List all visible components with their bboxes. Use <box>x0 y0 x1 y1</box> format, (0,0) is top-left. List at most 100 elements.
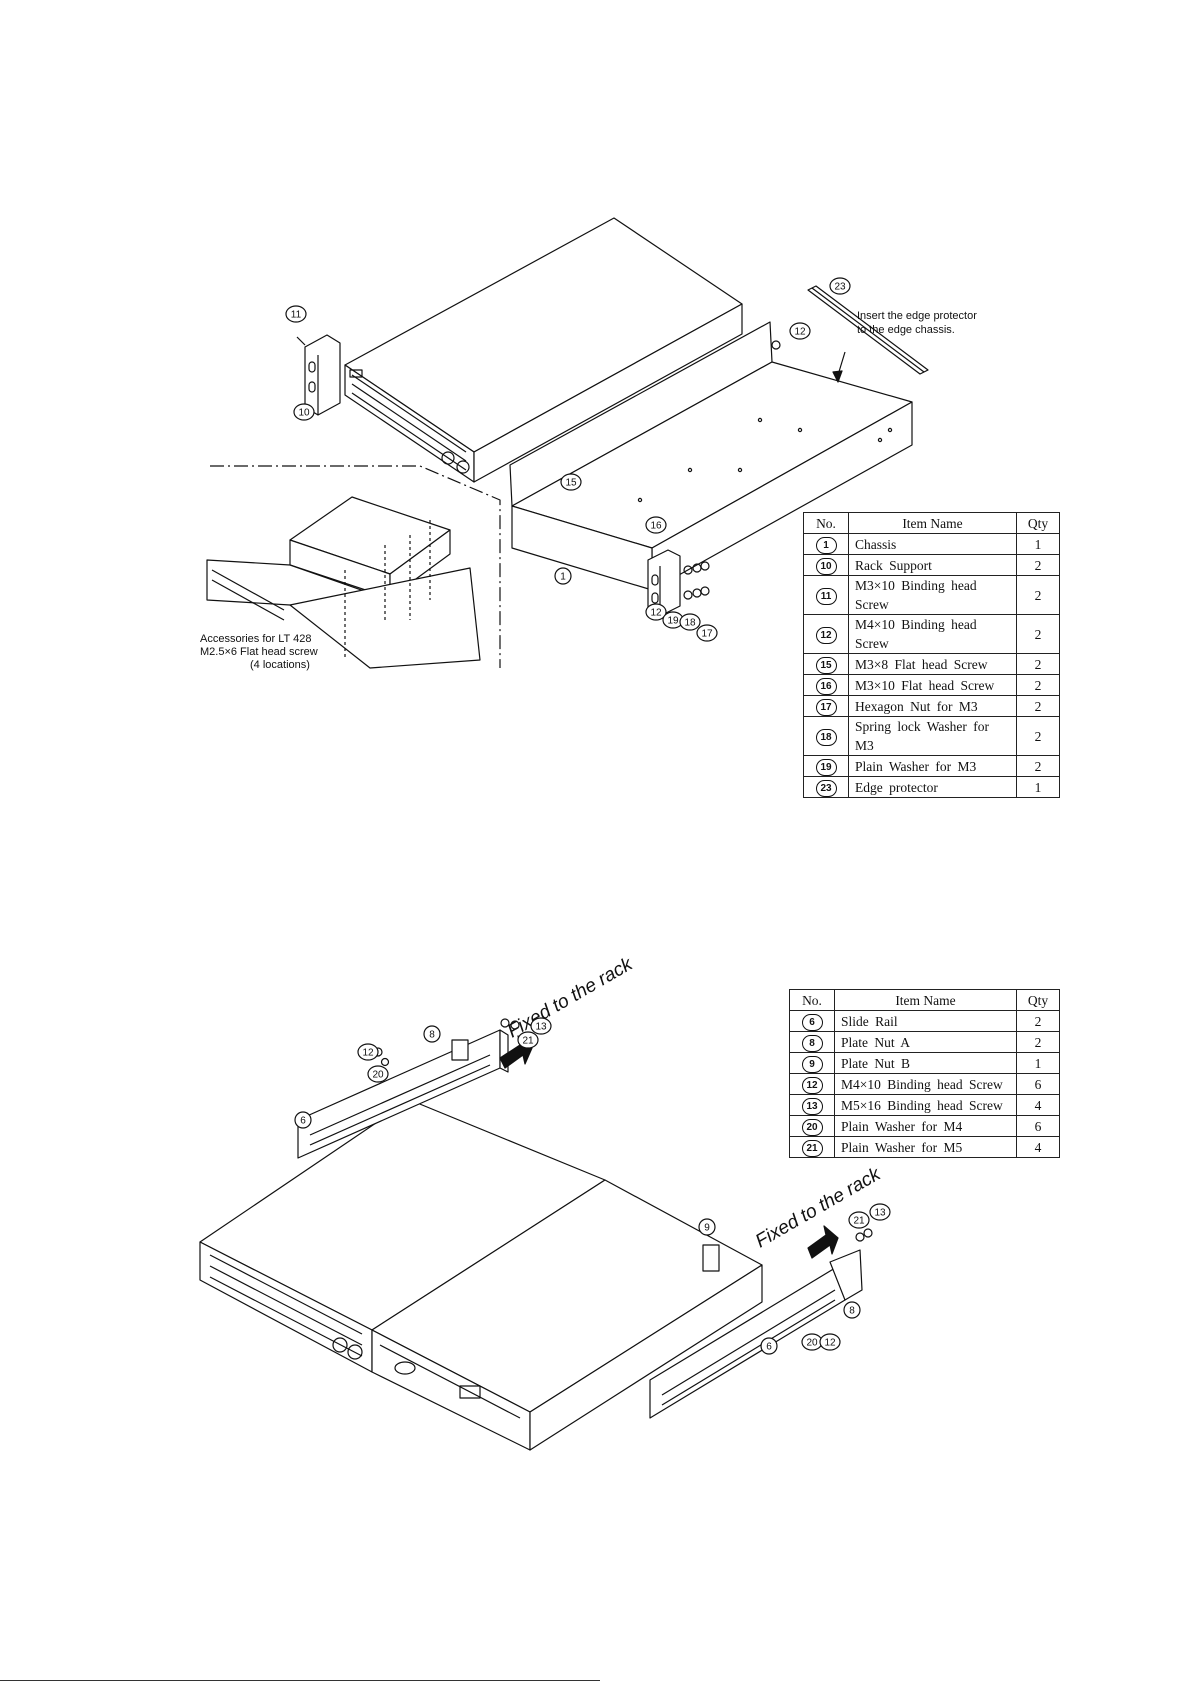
callout-circle <box>560 473 582 491</box>
callout-circle <box>367 1065 389 1083</box>
callout-circle <box>530 1017 552 1035</box>
callout-number: 12 <box>362 1048 374 1059</box>
callout-number: 13 <box>874 1208 886 1219</box>
item-name: M4×10 Binding head Screw <box>834 1073 1017 1095</box>
item-number-badge: 13 <box>801 1098 823 1115</box>
item-number-badge: 6 <box>801 1014 823 1031</box>
item-number: 23 <box>803 776 849 798</box>
item-number: 1 <box>803 533 849 555</box>
callout-circle <box>829 277 851 295</box>
col-item-name: Item Name <box>848 512 1017 534</box>
col-qty: Qty <box>1016 512 1060 534</box>
item-number-badge: 12 <box>801 1077 823 1094</box>
item-qty: 2 <box>1016 674 1060 696</box>
item-qty: 2 <box>1016 1031 1060 1053</box>
callout-circle <box>819 1333 841 1351</box>
edge-protector <box>807 285 929 375</box>
item-number: 12 <box>789 1073 835 1095</box>
item-name: Plate Nut A <box>834 1031 1017 1053</box>
callout-circle <box>843 1301 861 1319</box>
item-number: 6 <box>789 1010 835 1032</box>
fixed-label-right: Fixed to the rack <box>752 1163 885 1252</box>
callout-number: 21 <box>853 1216 865 1227</box>
callout-circle <box>423 1025 441 1043</box>
item-number-badge: 20 <box>801 1119 823 1136</box>
item-name: Edge protector <box>848 776 1017 798</box>
callout-circle <box>293 403 315 421</box>
item-number: 18 <box>803 716 849 756</box>
callout-circle <box>760 1337 778 1355</box>
callout-number: 23 <box>834 282 846 293</box>
callout-number: 8 <box>429 1030 435 1041</box>
item-name: Chassis <box>848 533 1017 555</box>
item-qty: 2 <box>1016 695 1060 717</box>
item-number-badge: 23 <box>815 780 837 797</box>
item-number-badge: 19 <box>815 759 837 776</box>
item-name: M4×10 Binding head Screw <box>848 614 1017 654</box>
callout-circle <box>848 1211 870 1229</box>
item-qty: 2 <box>1016 614 1060 654</box>
callout-number: 6 <box>766 1342 772 1353</box>
callout-circle <box>285 305 307 323</box>
item-number-badge: 18 <box>815 729 837 746</box>
callout-circle <box>357 1043 379 1061</box>
callout-circle <box>517 1031 539 1049</box>
bottom-unit-left <box>199 1099 606 1373</box>
item-number-badge: 11 <box>815 588 837 605</box>
item-number-badge: 8 <box>801 1035 823 1052</box>
callout-circle <box>869 1203 891 1221</box>
item-number-badge: 1 <box>815 537 837 554</box>
item-number-badge: 17 <box>815 699 837 716</box>
bottom-unit-right <box>371 1179 763 1451</box>
item-qty: 2 <box>1016 653 1060 675</box>
callout-number: 20 <box>372 1070 384 1081</box>
arrow-right <box>807 1225 839 1259</box>
callout-number: 8 <box>849 1306 855 1317</box>
callout-number: 12 <box>794 327 806 338</box>
callout-number: 12 <box>650 608 662 619</box>
callout-number: 17 <box>701 629 713 640</box>
bottom-callouts: 8 13 12 21 20 6 9 13 21 8 20 12 6 <box>294 1017 891 1355</box>
rack-support-left <box>296 334 341 416</box>
item-number-badge: 16 <box>815 678 837 695</box>
callout-number: 20 <box>806 1338 818 1349</box>
item-number-badge: 9 <box>801 1056 823 1073</box>
item-name: Plain Washer for M5 <box>834 1136 1017 1158</box>
callout-circle <box>645 516 667 534</box>
callout-number: 12 <box>824 1338 836 1349</box>
item-number: 13 <box>789 1094 835 1116</box>
footer-rule <box>0 1680 600 1681</box>
item-name: M3×10 Flat head Screw <box>848 674 1017 696</box>
item-qty: 1 <box>1016 776 1060 798</box>
item-number: 12 <box>803 614 849 654</box>
item-number: 8 <box>789 1031 835 1053</box>
callout-number: 9 <box>704 1223 710 1234</box>
callout-number: 6 <box>300 1116 306 1127</box>
item-number: 19 <box>803 755 849 777</box>
item-qty: 2 <box>1016 1010 1060 1032</box>
item-number-badge: 15 <box>815 657 837 674</box>
callout-number: 10 <box>298 408 310 419</box>
item-name: Plain Washer for M4 <box>834 1115 1017 1137</box>
item-name: M5×16 Binding head Screw <box>834 1094 1017 1116</box>
item-qty: 2 <box>1016 755 1060 777</box>
item-qty: 4 <box>1016 1136 1060 1158</box>
callout-circle <box>645 603 667 621</box>
item-number: 10 <box>803 554 849 576</box>
item-number-badge: 21 <box>801 1140 823 1157</box>
callout-circle <box>294 1111 312 1129</box>
item-qty: 2 <box>1016 554 1060 576</box>
